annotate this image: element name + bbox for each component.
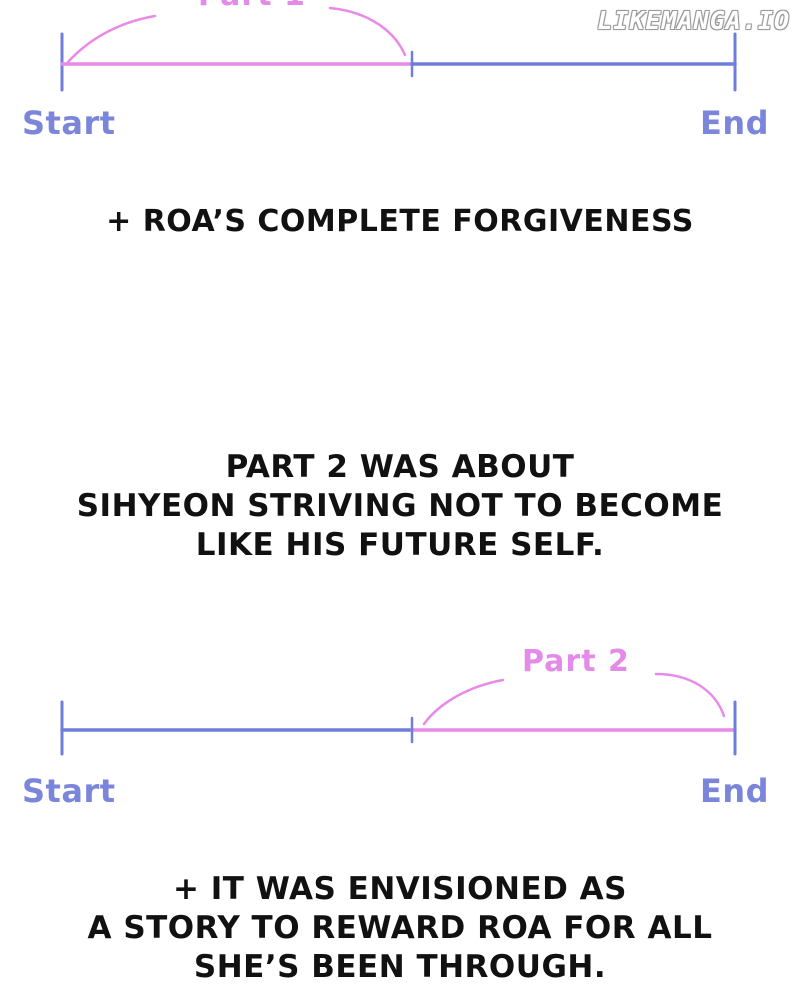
part-1-arc-right bbox=[328, 6, 407, 57]
part-1-arc-left bbox=[66, 14, 157, 64]
caption-line: SHE’S BEEN THROUGH. bbox=[193, 949, 607, 985]
caption-line: + ROA’S COMPLETE FORGIVENESS bbox=[106, 204, 694, 239]
timeline-part-1: Part 1 Start End bbox=[0, 0, 800, 160]
part-2-arc-right bbox=[654, 672, 726, 718]
part-1-label: Part 1 bbox=[198, 0, 306, 13]
caption-line: A STORY TO REWARD ROA FOR ALL bbox=[87, 910, 713, 946]
caption-forgiveness: + ROA’S COMPLETE FORGIVENESS bbox=[0, 204, 800, 239]
caption-line: SIHYEON STRIVING NOT TO BECOME bbox=[76, 488, 724, 524]
caption-line: PART 2 WAS ABOUT bbox=[225, 449, 575, 485]
timeline-part-2-graphic bbox=[60, 672, 737, 756]
caption-reward-story: + IT WAS ENVISIONED AS A STORY TO REWARD… bbox=[0, 870, 800, 987]
part-2-label: Part 2 bbox=[522, 644, 630, 679]
timeline-part-1-graphic bbox=[60, 6, 737, 92]
start-label: Start bbox=[22, 772, 116, 810]
part-2-arc-left bbox=[422, 678, 505, 726]
end-label: End bbox=[700, 104, 770, 142]
caption-line: LIKE HIS FUTURE SELF. bbox=[195, 527, 605, 563]
caption-part-2-summary: PART 2 WAS ABOUT SIHYEON STRIVING NOT TO… bbox=[0, 448, 800, 565]
start-label: Start bbox=[22, 104, 116, 142]
timeline-part-2: Part 2 Start End bbox=[0, 640, 800, 810]
caption-line: + IT WAS ENVISIONED AS bbox=[173, 871, 627, 907]
watermark-text: LIKEMANGA.IO bbox=[597, 6, 790, 35]
end-label: End bbox=[700, 772, 770, 810]
